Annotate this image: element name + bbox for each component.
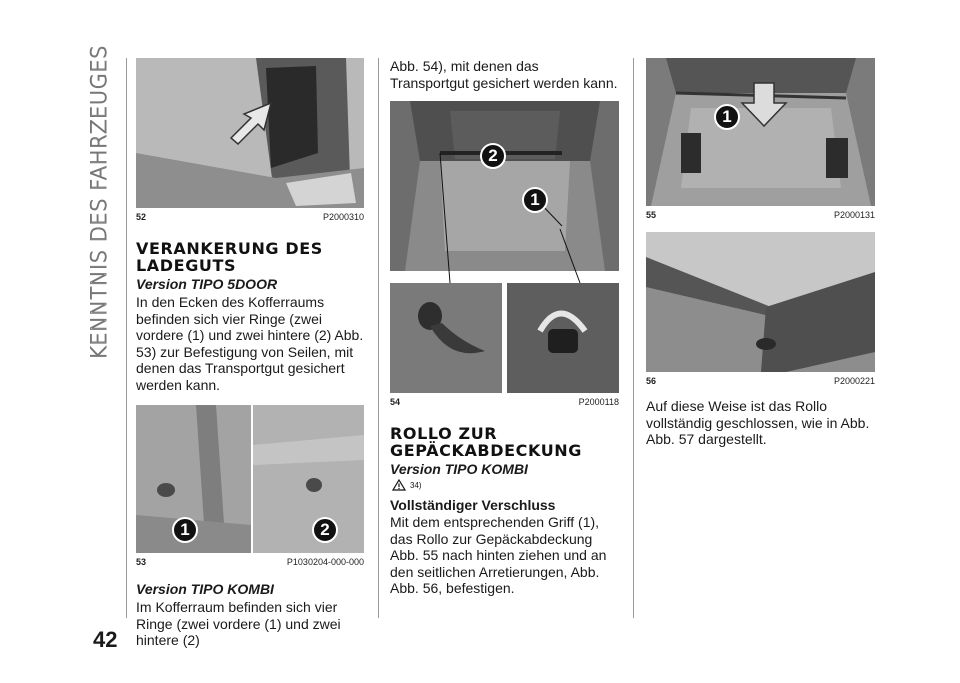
subsection-heading: Vollständiger Verschluss xyxy=(390,497,556,513)
warning-triangle-icon xyxy=(392,479,406,491)
column-divider xyxy=(378,58,379,618)
figure-divider xyxy=(251,405,253,553)
body-text: Mit dem entsprechenden Griff (1), das Ro… xyxy=(390,514,607,596)
figure-53-image: 1 2 xyxy=(136,405,364,553)
page-number: 42 xyxy=(93,627,118,652)
figure-52-image xyxy=(136,58,364,208)
version-subheading: Version TIPO 5DOOR xyxy=(136,276,278,292)
callout-1: 1 xyxy=(522,187,548,213)
figure-code: P2000310 xyxy=(322,212,364,222)
body-text: In den Ecken des Kofferraums befinden si… xyxy=(136,294,364,393)
figure-code: P2000118 xyxy=(578,397,619,407)
column-2: Abb. 54), mit denen das Transportgut ges… xyxy=(390,58,619,597)
callout-1: 1 xyxy=(714,104,740,130)
version-subheading: Version TIPO KOMBI xyxy=(136,581,274,597)
figure-53-caption: 53 P1030204-000-000 xyxy=(136,557,364,567)
section-heading: ROLLO ZUR GEPÄCKABDECKUNG xyxy=(390,424,583,460)
figure-54-image: 2 1 xyxy=(390,101,619,393)
body-text: Im Kofferraum befinden sich vier Ringe (… xyxy=(136,599,341,648)
figure-number: 56 xyxy=(646,376,657,386)
figure-55-caption: 55 P2000131 xyxy=(646,210,875,220)
column-divider xyxy=(126,58,127,618)
warning-reference: 34) xyxy=(392,479,619,491)
figure-54-caption: 54 P2000118 xyxy=(390,397,619,407)
body-text: Abb. 54), mit denen das Transportgut ges… xyxy=(390,58,618,91)
column-1: 52 P2000310 VERANKERUNG DES LADEGUTS Ver… xyxy=(136,58,364,649)
column-3: 1 55 P2000131 56 P2000221 Auf diese Weis… xyxy=(646,58,875,448)
callout-2: 2 xyxy=(480,143,506,169)
figure-number: 53 xyxy=(136,557,147,567)
figure-number: 55 xyxy=(646,210,657,220)
figure-56-image xyxy=(646,232,875,372)
column-divider xyxy=(633,58,634,618)
figure-number: 54 xyxy=(390,397,401,407)
figure-55-image: 1 xyxy=(646,58,875,206)
figure-52-caption: 52 P2000310 xyxy=(136,212,364,222)
body-text: Auf diese Weise ist das Rollo vollständi… xyxy=(646,398,870,447)
section-heading: VERANKERUNG DES LADEGUTS xyxy=(136,239,323,275)
figure-number: 52 xyxy=(136,212,147,222)
callout-2: 2 xyxy=(312,517,338,543)
figure-code: P2000131 xyxy=(833,210,875,220)
section-side-tab: KENNTNIS DES FAHRZEUGES xyxy=(86,45,112,361)
callout-1: 1 xyxy=(172,517,198,543)
figure-code: P1030204-000-000 xyxy=(286,557,364,567)
figure-56-caption: 56 P2000221 xyxy=(646,376,875,386)
version-subheading: Version TIPO KOMBI xyxy=(390,461,528,477)
figure-code: P2000221 xyxy=(833,376,875,386)
section-title: KENNTNIS DES FAHRZEUGES xyxy=(87,45,112,361)
warning-ref-text: 34) xyxy=(410,480,422,490)
